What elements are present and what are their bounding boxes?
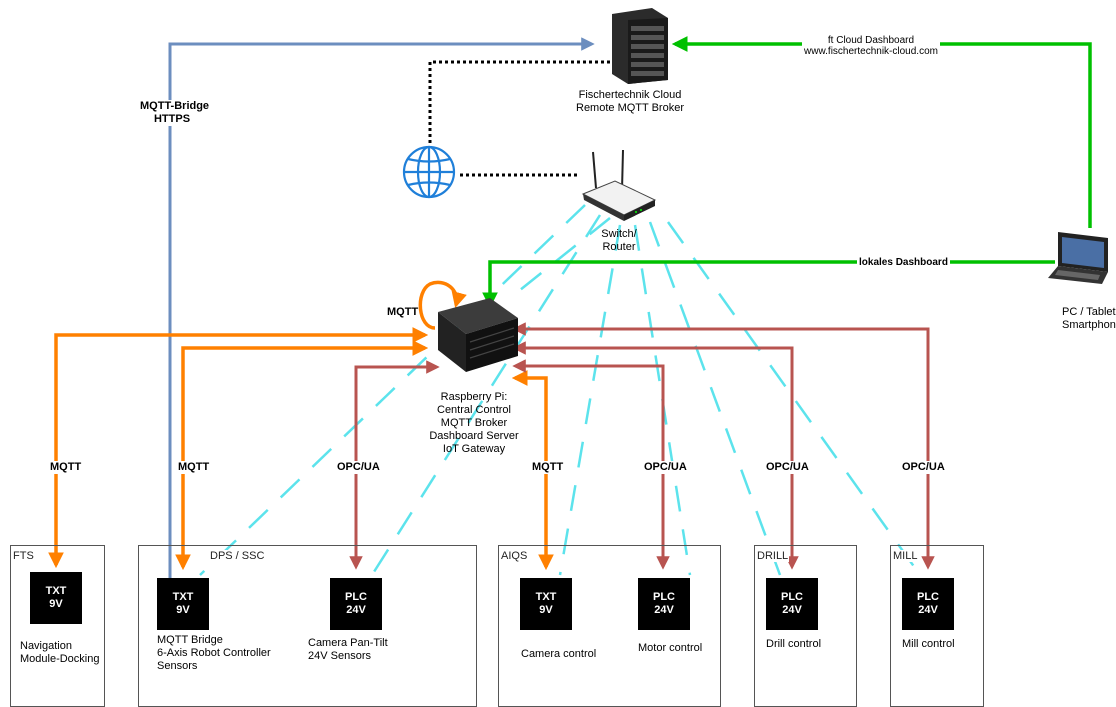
link-label-drill: OPC/UA [764,461,811,474]
mqtt-bridge-label-line2: HTTPS [153,113,191,125]
router-label-line2: Router [602,241,636,253]
mqtt-bridge-label: MQTT-Bridge HTTPS [138,100,210,126]
device-desc-dps-txt: MQTT Bridge 6-Axis Robot Controller Sens… [157,634,271,673]
internet-links [428,60,610,177]
device-type: TXT [45,585,67,597]
cloud-dashboard-label: ft Cloud Dashboard www.fischertechnik-cl… [802,35,940,57]
device-fts-txt: TXT 9V [30,572,82,624]
cloud-label: Fischertechnik Cloud Remote MQTT Broker [570,89,690,115]
station-tag-dps: DPS / SSC [209,550,266,562]
mqtt-bridge-line [168,37,595,578]
device-type: PLC [781,591,803,603]
station-tag-fts: FTS [12,550,35,562]
link-label-fts: MQTT [48,461,84,474]
pc-label: PC / Tablet Smartphone [1062,306,1116,332]
laptop-icon [1048,232,1108,284]
link-label-dps: MQTT [176,461,212,474]
device-desc-line: 24V Sensors [308,650,371,662]
wifi-link-aiqs [558,224,622,576]
device-desc-line: Module-Docking [20,653,100,665]
raspberry-role-3: Dashboard Server [429,430,519,442]
router-label-line1: Switch/ [601,228,637,240]
wifi-link-mill [666,221,922,576]
link-label-mill: OPC/UA [900,461,947,474]
device-desc-drill: Drill control [766,638,822,650]
device-voltage: 24V [918,604,938,616]
wifi-link-drill [648,221,782,576]
device-type: TXT [172,591,194,603]
link-label-plc1: OPC/UA [335,461,382,474]
device-desc-dps-plc: Camera Pan-Tilt 24V Sensors [308,637,388,663]
device-mill-plc: PLC 24V [902,578,954,630]
link-label-aiqs: MQTT [530,461,566,474]
device-desc-line: Camera Pan-Tilt [308,637,388,649]
server-rack-icon [612,8,668,84]
device-type: PLC [917,591,939,603]
cloud-dashboard-url[interactable]: www.fischertechnik-cloud.com [804,46,938,57]
device-voltage: 24V [346,604,366,616]
pc-label-line1: PC / Tablet [1062,306,1116,318]
device-desc-line: Navigation [20,640,72,652]
device-dps-txt: TXT 9V [157,578,209,630]
raspberry-role-1: Central Control [437,404,511,416]
device-desc-line: MQTT Bridge [157,634,223,646]
opcua-link-plc1 [349,360,440,570]
mqtt-link-fts [48,327,429,569]
raspberry-server-icon [438,298,518,372]
device-voltage: 24V [782,604,802,616]
raspberry-title: Raspberry Pi: [440,391,508,403]
device-type: TXT [535,591,557,603]
local-dashboard-line [482,260,1055,309]
device-drill-plc: PLC 24V [766,578,818,630]
raspberry-role-4: IoT Gateway [442,443,506,455]
mqtt-loop-label: MQTT [387,306,419,318]
device-dps-plc: PLC 24V [330,578,382,630]
device-type: PLC [653,591,675,603]
device-voltage: 9V [176,604,190,616]
device-desc-aiqs-plc: Motor control [638,642,703,654]
device-voltage: 9V [49,598,63,610]
local-dashboard-label: lokales Dashboard [857,256,950,269]
cloud-subtitle: Remote MQTT Broker [576,102,684,114]
device-desc-line: 6-Axis Robot Controller [157,647,271,659]
architecture-diagram [48,8,1108,578]
device-desc-mill: Mill control [902,638,955,650]
device-desc-line: Sensors [157,660,198,672]
cloud-title: Fischertechnik Cloud [578,89,682,101]
router-label: Switch/ Router [595,228,643,254]
router-icon [581,149,657,221]
device-desc-aiqs-txt: Camera control [521,648,597,660]
station-tag-aiqs: AIQS [500,550,529,562]
mqtt-bridge-label-line1: MQTT-Bridge [140,100,210,112]
device-type: PLC [345,591,367,603]
station-tag-mill: MILL [892,550,919,562]
opcua-link-mill [512,322,935,570]
device-voltage: 24V [654,604,674,616]
cloud-dashboard-title: ft Cloud Dashboard [827,35,915,46]
device-aiqs-plc: PLC 24V [638,578,690,630]
mqtt-link-dps [175,340,429,571]
device-aiqs-txt: TXT 9V [520,578,572,630]
link-label-motor: OPC/UA [642,461,689,474]
device-desc-fts: Navigation Module-Docking [20,640,99,666]
station-tag-drill: DRILL [756,550,790,562]
device-voltage: 9V [539,604,553,616]
internet-cloud-link [428,60,610,155]
globe-icon [402,145,456,199]
raspberry-label: Raspberry Pi: Central Control MQTT Broke… [418,391,530,456]
cloud-dashboard-line [671,36,1092,228]
wifi-link-raspberry [519,217,611,291]
opcua-link-drill [512,341,799,570]
raspberry-role-2: MQTT Broker [440,417,508,429]
mqtt-loop [418,280,467,330]
pc-label-line2: Smartphone [1062,319,1116,331]
